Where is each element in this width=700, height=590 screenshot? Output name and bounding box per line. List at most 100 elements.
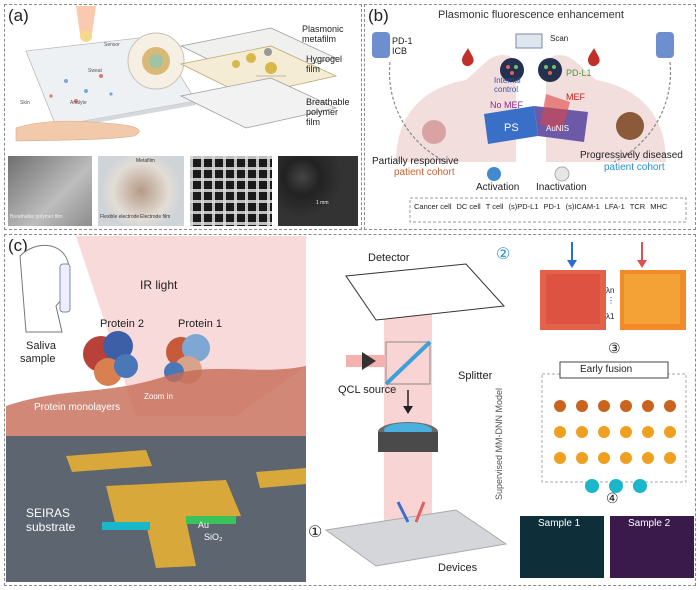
caption-polymer: Breathable polymer film	[10, 214, 63, 220]
aunis-label: AuNIS	[546, 124, 570, 133]
film-polymer	[179, 77, 338, 129]
step-1: ①	[308, 524, 323, 541]
ir-light-label: IR light	[140, 278, 178, 292]
legend-icam1: (s)ICAM-1	[565, 202, 600, 211]
inactivation-label: Inactivation	[536, 182, 587, 193]
sample-2-label: Sample 2	[628, 518, 671, 529]
sample-1-label: Sample 1	[538, 518, 581, 529]
caption-scale: 1 mm	[316, 200, 329, 206]
gold-cross-main	[106, 480, 241, 568]
film-label-7: film	[306, 117, 320, 127]
photo-metafilm	[98, 156, 184, 226]
film-label-2: metafilm	[302, 34, 337, 44]
film-label-5: Breathable	[306, 97, 350, 107]
panel-a-illustration	[15, 6, 338, 142]
device-substrate	[324, 509, 508, 567]
qcl-label: QCL source	[338, 384, 397, 396]
mef-label: MEF	[566, 92, 585, 102]
protein-1-model	[164, 334, 210, 384]
partial-label-1: Partially responsive	[372, 156, 459, 167]
legend-cancer-cell: Cancer cell	[414, 202, 452, 211]
protein-2-label: Protein 2	[100, 318, 145, 330]
legend-tcr: TCR	[629, 202, 646, 211]
panel-b-frame	[364, 4, 696, 230]
zoom-label: Zoom in	[144, 392, 173, 401]
internal-control-2: control	[494, 85, 519, 94]
panel-c-left-illustration	[6, 236, 306, 582]
panel-b-illustration	[372, 32, 687, 223]
caption-electrode: Flexible electrode	[100, 214, 140, 220]
film-label-3: Hygrogel	[306, 54, 343, 64]
panel-b-label: (b)	[368, 6, 389, 25]
step-2: ②	[496, 246, 511, 263]
panel-c-frame	[4, 234, 696, 586]
panel-c-model	[520, 242, 694, 578]
model-label: Supervised MM-DNN Model	[494, 387, 504, 500]
photo-sem-grid	[190, 156, 272, 226]
legend-dc-cell: DC cell	[456, 202, 481, 211]
sio2-label: SiO₂	[204, 532, 223, 542]
saliva-tube	[59, 263, 71, 313]
seiras-label-2: substrate	[26, 520, 76, 534]
sample-1-image	[520, 516, 604, 578]
caption-metafilm: Metafilm	[136, 158, 155, 164]
saliva-label-1: Saliva	[26, 340, 56, 352]
lambda-1: λ1	[606, 312, 615, 321]
person-illustration	[19, 244, 70, 333]
label-analyte: Analyte	[70, 100, 87, 106]
film-label-6: polymer	[306, 107, 339, 117]
no-mef-label: No MEF	[490, 100, 524, 110]
progress-label-1: Progressively diseased	[580, 150, 683, 161]
gold-cross-small-1	[66, 450, 152, 472]
legend-items: Cancer cell DC cell T cell (s)PD-L1 PD-1…	[414, 202, 684, 211]
seiras-label-1: SEIRAS	[26, 506, 71, 520]
protein-1-label: Protein 1	[178, 318, 223, 330]
pd1-icb-line2: ICB	[392, 46, 408, 56]
detector-grid	[345, 263, 506, 321]
panel-c-label: (c)	[8, 236, 28, 255]
scan-label: Scan	[550, 34, 569, 43]
panel-a-label: (a)	[8, 6, 29, 25]
detector-label: Detector	[368, 252, 410, 264]
pd1-icb-line1: PD-1	[392, 36, 413, 46]
panel-b-title: Plasmonic fluorescence enhancement	[438, 9, 624, 21]
gold-cross-small-2	[256, 468, 306, 488]
film-label-4: film	[306, 64, 320, 74]
partial-label-2: patient cohort	[394, 167, 455, 178]
activation-label: Activation	[476, 182, 520, 193]
photo-polymer-film	[8, 156, 92, 226]
sample-2-image	[610, 516, 694, 578]
legend-mhc: MHC	[650, 202, 668, 211]
protein-2-model	[83, 331, 138, 386]
step-3: ③	[608, 340, 621, 356]
pdl1-label: PD-L1	[566, 68, 592, 78]
legend-lfa1: LFA-1	[604, 202, 625, 211]
legend-pd1: PD-1	[543, 202, 561, 211]
lambda-dots: ⋮	[607, 296, 615, 305]
panel-c-optics	[324, 263, 508, 567]
ps-label: PS	[504, 122, 519, 134]
label-skin: Skin	[20, 100, 30, 106]
caption-electrode-film: Electrode film	[140, 214, 171, 220]
internal-control-1: Internal	[494, 76, 521, 85]
photo-sem-zoom	[278, 156, 358, 226]
ps-substrate	[484, 106, 538, 144]
legend-t-cell: T cell	[485, 202, 504, 211]
label-sensor: Sensor	[104, 42, 120, 48]
film-label-1: Plasmonic	[302, 24, 344, 34]
film-hydrogel	[179, 45, 338, 97]
iv-bag-right	[656, 32, 674, 58]
early-fusion-box	[559, 361, 669, 379]
monolayers-label: Protein monolayers	[34, 402, 121, 413]
saliva-label-2: sample	[20, 353, 56, 365]
lambda-n: λn	[606, 286, 615, 295]
step-4: ④	[606, 490, 619, 506]
splitter-label: Splitter	[458, 370, 493, 382]
legend-pdl1: (s)PD-L1	[508, 202, 539, 211]
iv-bag-left	[372, 32, 390, 58]
hand-shape	[15, 120, 140, 142]
label-sweat: Sweat	[88, 68, 102, 74]
legend-box	[409, 197, 687, 223]
au-label: Au	[198, 520, 210, 530]
progress-label-2: patient cohort	[604, 162, 665, 173]
